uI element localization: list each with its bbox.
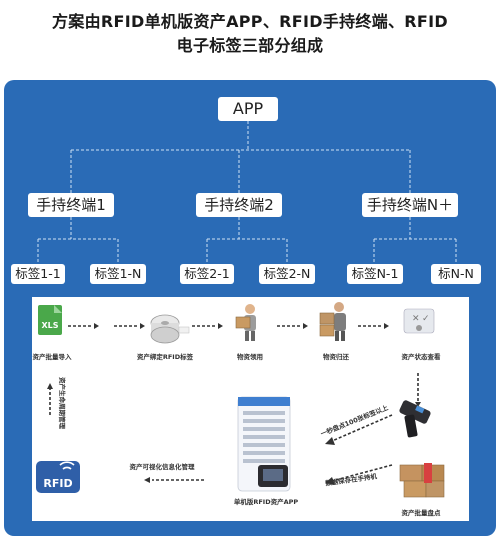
workflow-panel: XLS ✕ (32, 297, 469, 521)
tag-1-n-node: 标签1-N (90, 264, 146, 284)
status-check-icon: ✕ ✓ (403, 308, 435, 334)
app-node: APP (218, 97, 278, 121)
person-receive-icon (235, 304, 256, 341)
visual-label: 资产可视化信息化管理 (129, 463, 195, 471)
tag-1-1-node: 标签1-1 (11, 264, 65, 284)
inventory-label: 资产批量盘点 (401, 509, 441, 517)
lifecycle-label: 资产生命周期管理 (58, 377, 66, 429)
tag-2-n-node: 标签2-N (259, 264, 315, 284)
receive-label: 物资领用 (237, 353, 263, 361)
svg-text:✓: ✓ (422, 314, 430, 324)
status-label: 资产状态查看 (401, 353, 441, 361)
title-line-2: 电子标签三部分组成 (176, 36, 324, 55)
tag-n-n-node: 标N-N (431, 264, 481, 284)
tree-connectors (37, 121, 457, 264)
svg-text:XLS: XLS (41, 321, 58, 330)
bind-label: 资产绑定RFID标签 (136, 353, 194, 361)
svg-text:RFID: RFID (43, 477, 72, 490)
return-label: 物资归还 (323, 353, 349, 361)
stacked-boxes-icon (399, 463, 445, 498)
import-label: 资产批量导入 (32, 353, 72, 361)
title-line-1: 方案由RFID单机版资产APP、RFID手持终端、RFID (52, 12, 448, 31)
rfid-card-icon: RFID (36, 461, 80, 493)
svg-text:✕: ✕ (412, 314, 420, 324)
label-roll-icon (150, 314, 190, 344)
xls-file-icon: XLS (38, 305, 62, 335)
terminal-n-node: 手持终端N＋ (362, 193, 458, 217)
phone-app-icon (237, 396, 291, 492)
person-return-icon (319, 302, 346, 341)
terminal-1-node: 手持终端1 (28, 193, 114, 217)
tag-2-1-node: 标签2-1 (180, 264, 234, 284)
tag-n-1-node: 标签N-1 (347, 264, 403, 284)
handheld-scanner-icon (399, 400, 431, 438)
terminal-2-node: 手持终端2 (196, 193, 282, 217)
workflow-graphics: XLS ✕ (36, 302, 445, 498)
app-name-label: 单机版RFID资产APP (233, 498, 299, 506)
